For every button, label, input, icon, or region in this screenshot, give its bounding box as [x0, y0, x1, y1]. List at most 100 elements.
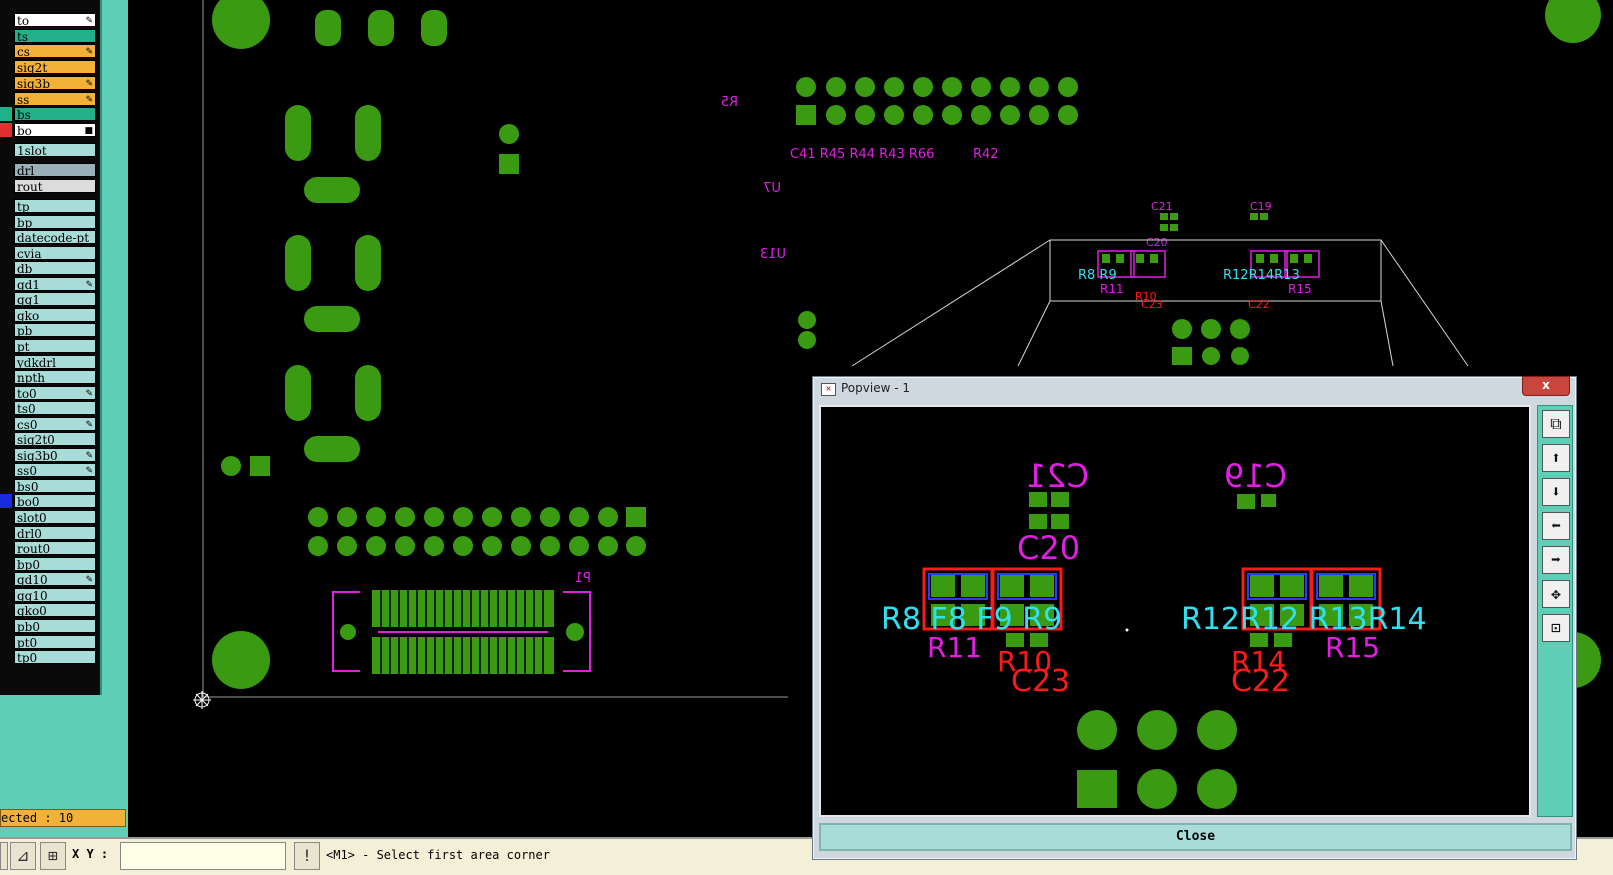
layer-row-bp0[interactable]: bp0 — [14, 557, 96, 571]
fit-icon[interactable]: ⧉ — [1542, 410, 1570, 438]
pcb-graphics[interactable]: R5 U7 U13 P1 C41 R45 R44 R43 R66 R42 C21… — [128, 0, 1613, 837]
layer-row-pt0[interactable]: pt0 — [14, 635, 96, 649]
layer-name: bs — [17, 108, 31, 121]
layer-row-tp[interactable]: tp — [14, 199, 96, 213]
small-pads-cluster — [1160, 213, 1268, 231]
close-button[interactable]: Close — [819, 823, 1572, 851]
silk-label-u13: U13 — [760, 247, 786, 262]
layer-row-ss0[interactable]: ss0✎ — [14, 463, 96, 477]
layer-row-npth[interactable]: npth — [14, 370, 96, 384]
pad — [221, 456, 241, 476]
pan-down-icon[interactable]: ⬇ — [1542, 478, 1570, 506]
layer-row-ydkdrl[interactable]: ydkdrl — [14, 355, 96, 369]
layer-name: datecode-pt — [17, 231, 90, 244]
layer-side-indicator[interactable] — [0, 494, 12, 508]
edit-pencil-icon[interactable]: ✎ — [85, 95, 93, 105]
silk-label-c19: C19 — [1250, 200, 1272, 213]
edit-pencil-icon[interactable]: ■ — [84, 126, 93, 136]
window-close-icon[interactable]: x — [1522, 376, 1570, 396]
layer-row-gd10[interactable]: gd10✎ — [14, 572, 96, 586]
layer-row-cs0[interactable]: cs0 ✎ — [14, 417, 96, 431]
pad — [250, 456, 270, 476]
layer-row-sig3b0[interactable]: sig3b0✎ — [14, 448, 96, 462]
layer-row-pb[interactable]: pb — [14, 323, 96, 337]
layer-row-bo0[interactable]: bo0 — [14, 494, 96, 508]
layer-list[interactable]: to✎ ts cs ✎ sig2t sig3b✎ ss✎ bs bo■ 1slot drl rout t… — [0, 0, 102, 695]
layer-row-gko[interactable]: gko — [14, 308, 96, 322]
silk-label-r11: R11 — [1100, 282, 1124, 296]
layer-row-bs[interactable]: bs — [14, 107, 96, 121]
layer-row-pt[interactable]: pt — [14, 339, 96, 353]
status-button-edge[interactable] — [0, 842, 8, 870]
layer-name: npth — [17, 371, 45, 384]
zoom-leader-line — [851, 239, 1051, 367]
edit-pencil-icon[interactable]: ✎ — [85, 466, 93, 476]
layer-row-pb0[interactable]: pb0 — [14, 619, 96, 633]
edit-pencil-icon[interactable]: ✎ — [85, 389, 93, 399]
popview-viewport[interactable]: C21 C19 C20 — [819, 405, 1531, 817]
pad — [304, 436, 360, 462]
layer-name: cs — [17, 45, 30, 58]
layer-row-tp0[interactable]: tp0 — [14, 650, 96, 664]
layer-row-cs[interactable]: cs ✎ — [14, 44, 96, 58]
layer-row-to0[interactable]: to0✎ — [14, 386, 96, 400]
layer-row-drl[interactable]: drl — [14, 163, 96, 177]
layer-side-indicator[interactable] — [0, 107, 12, 121]
edit-pencil-icon[interactable]: ✎ — [85, 451, 93, 461]
layer-row-bo[interactable]: bo■ — [14, 123, 96, 137]
edit-pencil-icon[interactable]: ✎ — [85, 16, 93, 26]
layer-side-indicator[interactable] — [0, 123, 12, 137]
silk-label-r15: R15 — [1288, 282, 1312, 296]
measure-icon[interactable]: ⊿ — [10, 842, 36, 870]
layer-row-cvia[interactable]: cvia — [14, 246, 96, 260]
edit-pencil-icon[interactable]: ✎ — [85, 79, 93, 89]
popview-window[interactable]: ✕ Popview - 1 x C21 C19 C20 — [812, 376, 1577, 860]
layer-name: pb0 — [17, 620, 40, 633]
layer-row-ts[interactable]: ts — [14, 29, 96, 43]
pad — [304, 177, 360, 203]
layer-name: bp — [17, 216, 33, 229]
layer-row-drl0[interactable]: drl0 — [14, 526, 96, 540]
zoom-center-icon[interactable]: ⊡ — [1542, 614, 1570, 642]
pan-right-icon[interactable]: ➡ — [1542, 546, 1570, 574]
layer-name: pt — [17, 340, 30, 353]
edit-pencil-icon[interactable]: ✎ — [85, 420, 93, 430]
layer-row-datecode-pt[interactable]: datecode-pt — [14, 230, 96, 244]
layer-row-rout0[interactable]: rout0 — [14, 541, 96, 555]
layer-row-gg10[interactable]: gg10 — [14, 588, 96, 602]
layer-row-ts0[interactable]: ts0 — [14, 401, 96, 415]
pan-up-icon[interactable]: ⬆ — [1542, 444, 1570, 472]
layer-row-sig2t0[interactable]: sig2t0 — [14, 432, 96, 446]
edit-pencil-icon[interactable]: ✎ — [85, 47, 93, 57]
layer-name: cvia — [17, 247, 42, 260]
layer-row-sig3b[interactable]: sig3b✎ — [14, 76, 96, 90]
mounting-pad — [212, 0, 270, 49]
layer-row-gko0[interactable]: gko0 — [14, 603, 96, 617]
xy-input[interactable] — [120, 842, 286, 870]
layer-row-bs0[interactable]: bs0 — [14, 479, 96, 493]
info-icon[interactable]: ! — [294, 842, 320, 870]
zoom-leader-line — [1017, 300, 1051, 367]
pad — [285, 365, 311, 421]
layer-row-db[interactable]: db — [14, 261, 96, 275]
layer-row-bp[interactable]: bp — [14, 215, 96, 229]
edit-pencil-icon[interactable]: ✎ — [85, 280, 93, 290]
layer-row-ss[interactable]: ss✎ — [14, 92, 96, 106]
zoom-leader-line — [1380, 239, 1469, 367]
layer-name: cs0 — [17, 418, 38, 431]
edit-pencil-icon[interactable]: ✎ — [85, 575, 93, 585]
layer-row-rout[interactable]: rout — [14, 179, 96, 193]
pv-silk-c19: C19 — [1224, 457, 1287, 495]
zoom-fit-icon[interactable]: ✥ — [1542, 580, 1570, 608]
layer-row-gd1[interactable]: gd1✎ — [14, 277, 96, 291]
pan-left-icon[interactable]: ⬅ — [1542, 512, 1570, 540]
layer-row-slot0[interactable]: slot0 — [14, 510, 96, 524]
layer-row-to[interactable]: to✎ — [14, 13, 96, 27]
popview-graphics: C21 C19 C20 — [881, 457, 1427, 809]
grid-icon[interactable]: ⊞ — [40, 842, 66, 870]
layer-row-sig2t[interactable]: sig2t — [14, 60, 96, 74]
pv-silk-r15: R15 — [1325, 631, 1380, 664]
pv-right-parts — [1241, 567, 1382, 647]
layer-row-1slot[interactable]: 1slot — [14, 143, 96, 157]
layer-row-gg1[interactable]: gg1 — [14, 292, 96, 306]
